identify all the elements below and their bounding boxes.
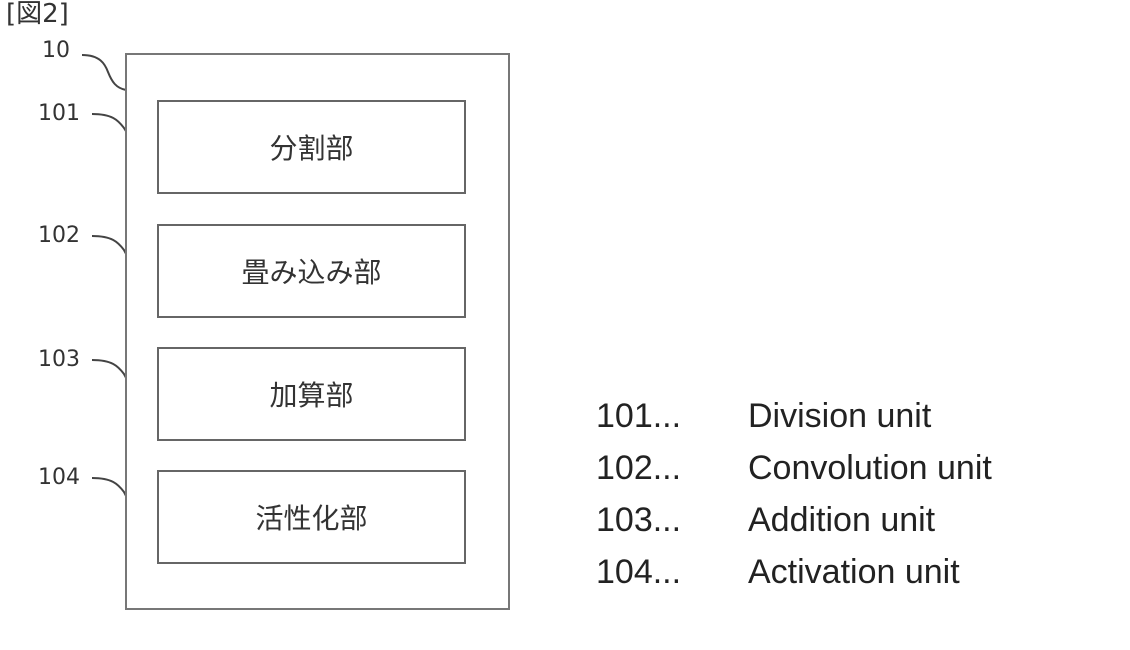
activation-unit-box: 活性化部 xyxy=(157,470,466,564)
legend-row: 103... Addition unit xyxy=(596,494,992,546)
addition-unit-box: 加算部 xyxy=(157,347,466,441)
legend: 101... Division unit 102... Convolution … xyxy=(596,390,992,598)
unit-ref-104: 104 xyxy=(38,465,80,491)
division-unit-label: 分割部 xyxy=(269,127,353,167)
addition-unit-label: 加算部 xyxy=(269,374,353,414)
unit-ref-103: 103 xyxy=(38,347,80,373)
leader-line-10 xyxy=(82,55,126,90)
legend-text: Addition unit xyxy=(748,494,935,546)
activation-unit-label: 活性化部 xyxy=(255,497,367,537)
legend-text: Activation unit xyxy=(748,546,960,598)
legend-number: 104... xyxy=(596,546,748,598)
unit-ref-102: 102 xyxy=(38,223,80,249)
legend-number: 103... xyxy=(596,494,748,546)
legend-row: 102... Convolution unit xyxy=(596,442,992,494)
legend-row: 104... Activation unit xyxy=(596,546,992,598)
division-unit-box: 分割部 xyxy=(157,100,466,194)
legend-row: 101... Division unit xyxy=(596,390,992,442)
legend-text: Convolution unit xyxy=(748,442,992,494)
convolution-unit-label: 畳み込み部 xyxy=(241,251,381,291)
unit-ref-101: 101 xyxy=(38,101,80,127)
figure-label: [図2] xyxy=(6,0,69,30)
device-ref: 10 xyxy=(42,38,70,64)
convolution-unit-box: 畳み込み部 xyxy=(157,224,466,318)
legend-number: 101... xyxy=(596,390,748,442)
legend-number: 102... xyxy=(596,442,748,494)
legend-text: Division unit xyxy=(748,390,931,442)
